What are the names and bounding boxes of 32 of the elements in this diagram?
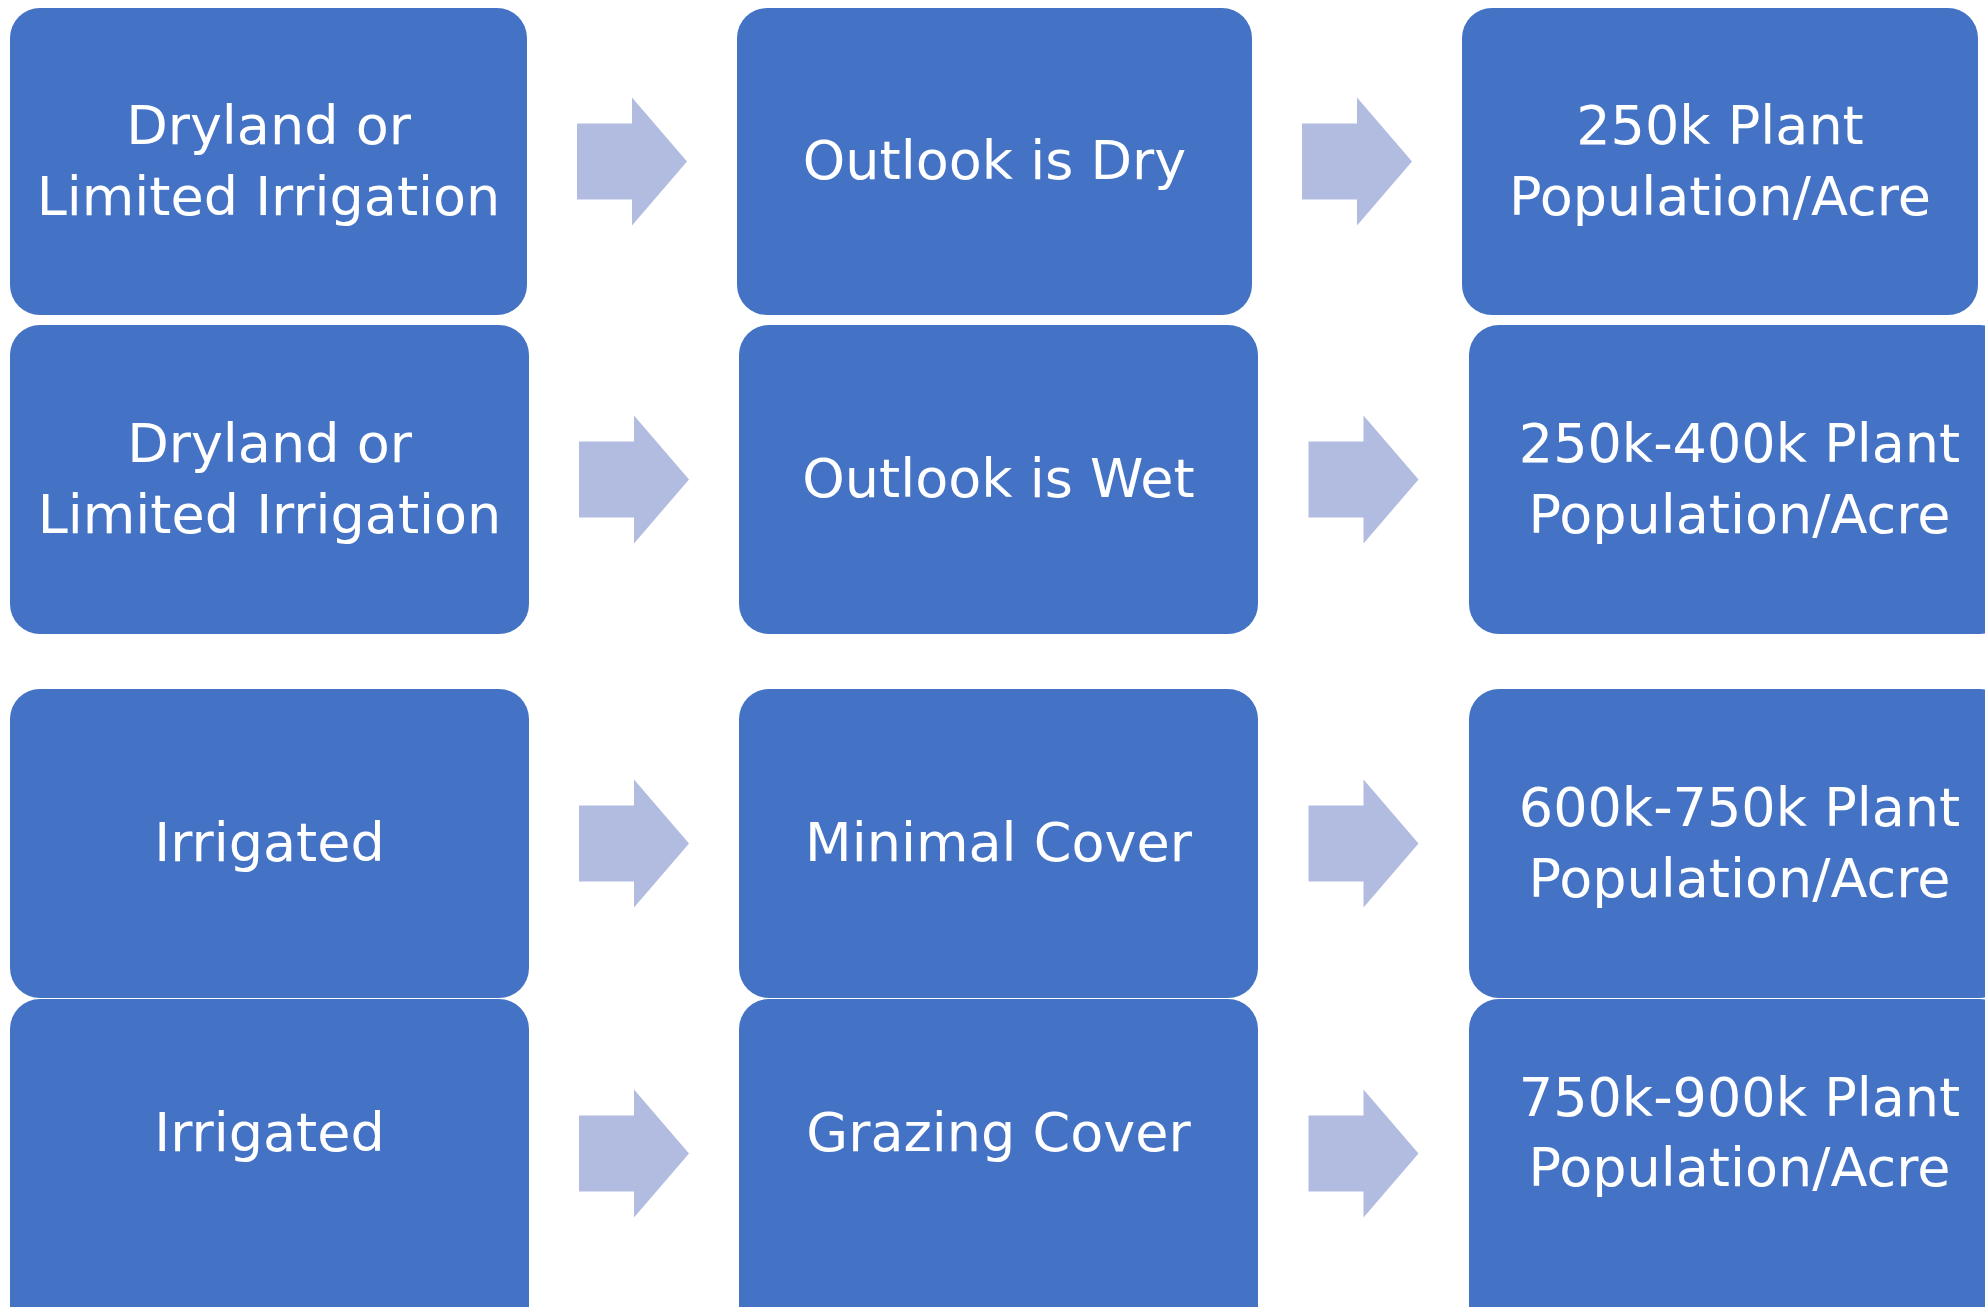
box-label: Dryland or Limited Irrigation: [36, 411, 503, 548]
block-arrow: [579, 415, 689, 544]
block-arrow: [1302, 97, 1412, 226]
process-box: [10, 689, 529, 998]
box-label: 600k-750k Plant Population/Acre: [1517, 775, 1962, 912]
box-label: Grazing Cover: [806, 1099, 1191, 1166]
box-label: 250k Plant Population/Acre: [1508, 93, 1932, 230]
box-label: 750k-900k Plant Population/Acre: [1517, 1064, 1962, 1201]
process-box: [10, 325, 529, 634]
process-box: [1469, 999, 1985, 1307]
process-box: [1469, 689, 1985, 998]
box-label: Minimal Cover: [805, 810, 1192, 877]
box-label: Dryland or Limited Irrigation: [35, 93, 502, 230]
block-arrow: [1308, 1089, 1419, 1218]
block-arrow: [1308, 779, 1419, 908]
process-box: [10, 8, 527, 315]
block-arrow: [1308, 415, 1419, 544]
process-box: [737, 8, 1252, 315]
process-box: [739, 325, 1258, 634]
box-label: Irrigated: [154, 810, 385, 877]
process-box: [1462, 8, 1978, 315]
box-label: Irrigated: [154, 1099, 385, 1166]
block-arrow: [577, 97, 687, 226]
block-arrow: [579, 1089, 689, 1218]
process-box: [10, 999, 529, 1307]
box-label: Outlook is Dry: [802, 128, 1187, 195]
process-box: [739, 689, 1258, 998]
box-label: 250k-400k Plant Population/Acre: [1517, 411, 1962, 548]
block-arrow: [579, 779, 689, 908]
process-box: [1469, 325, 1985, 634]
box-label: Outlook is Wet: [802, 446, 1195, 513]
process-box: [739, 999, 1258, 1307]
